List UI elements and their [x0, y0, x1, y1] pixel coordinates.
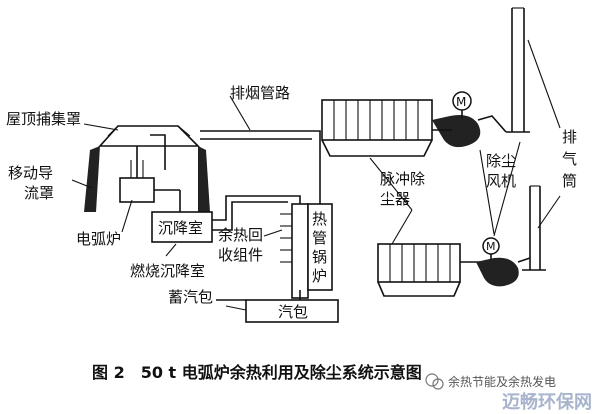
- stack-link-3: [493, 141, 521, 237]
- heat-recovery-label-1: 余热回: [218, 226, 263, 244]
- pulse-dust-label-2: 尘器: [380, 190, 410, 208]
- boiler-label-1: 管: [312, 229, 327, 247]
- flue-pipe-upper: [200, 130, 321, 150]
- wechat-watermark: 余热节能及余热发电: [425, 373, 556, 390]
- flue-pipe-label: 排烟管路: [230, 84, 290, 102]
- stack-label-0: 排: [562, 128, 577, 146]
- figure-caption: 图 2 50 t 电弧炉余热利用及除尘系统示意图: [92, 363, 422, 382]
- collector-link-2: [391, 209, 413, 245]
- stack-label-1: 气: [562, 150, 577, 168]
- pulse-dust-label-1: 脉冲除: [380, 170, 425, 188]
- steam-accumulator-label: 蓄汽包: [168, 288, 213, 306]
- leader-flue: [229, 95, 251, 131]
- exhaust-stack-short: [517, 185, 546, 271]
- leader-accumulator: [225, 305, 247, 311]
- heat-recovery-tube-bundle: [291, 203, 309, 299]
- wechat-watermark-text: 余热节能及余热发电: [448, 374, 556, 389]
- boiler-label-0: 热: [312, 210, 327, 228]
- movable-guide-hood-right: [198, 146, 210, 212]
- settling-to-boiler-duct-inner: [212, 201, 288, 231]
- dust-fan-label-1: 除尘: [486, 152, 516, 170]
- brand-watermark: 迈畅环保网: [502, 391, 592, 413]
- stack-link-2: [537, 195, 561, 229]
- boiler-label-3: 炉: [312, 267, 327, 285]
- hood-duct: [150, 134, 166, 170]
- upper-fan-motor: M: [452, 91, 472, 118]
- steam-drum: [245, 299, 339, 323]
- exhaust-stack-tall: [506, 7, 530, 133]
- stack-link-1: [527, 39, 561, 129]
- heat-recovery-label-2: 收组件: [218, 246, 263, 264]
- steam-drum-label: 汽包: [278, 303, 308, 321]
- stack-label-2: 筒: [562, 172, 577, 190]
- roof-hood-label: 屋顶捕集罩: [6, 110, 81, 128]
- leader-eaf: [121, 199, 133, 233]
- movable-hood-label-2: 流罩: [24, 184, 54, 202]
- eaf-label: 电弧炉: [76, 230, 121, 248]
- settling-to-boiler-duct: [212, 195, 301, 221]
- lower-dust-fan: [476, 257, 519, 287]
- settling-chamber: [151, 211, 213, 243]
- boiler-label-2: 锅: [312, 248, 327, 266]
- settling-chamber-label: 沉降室: [158, 219, 203, 237]
- combustion-settling-label: 燃烧沉降室: [130, 262, 205, 280]
- upper-dust-collector: [321, 99, 433, 157]
- motor-icon: M: [486, 240, 496, 253]
- upper-dust-fan: [432, 115, 481, 148]
- movable-hood-label-1: 移动导: [8, 164, 53, 182]
- fan-link: [479, 149, 495, 235]
- movable-guide-hood-left: [84, 146, 100, 212]
- dust-fan-label-2: 风机: [486, 172, 516, 190]
- motor-icon: M: [456, 95, 466, 109]
- lower-fan-motor: M: [482, 237, 500, 260]
- upper-fan-outlet: [477, 115, 507, 133]
- leader-guide-hood: [71, 179, 93, 189]
- leader-roof-hood: [83, 123, 119, 131]
- electric-arc-furnace: [119, 146, 181, 212]
- collector-link-1: [369, 157, 413, 211]
- leader-combustion: [165, 243, 177, 257]
- leader-heat-recovery: [263, 229, 283, 237]
- lower-dust-collector: [377, 243, 461, 297]
